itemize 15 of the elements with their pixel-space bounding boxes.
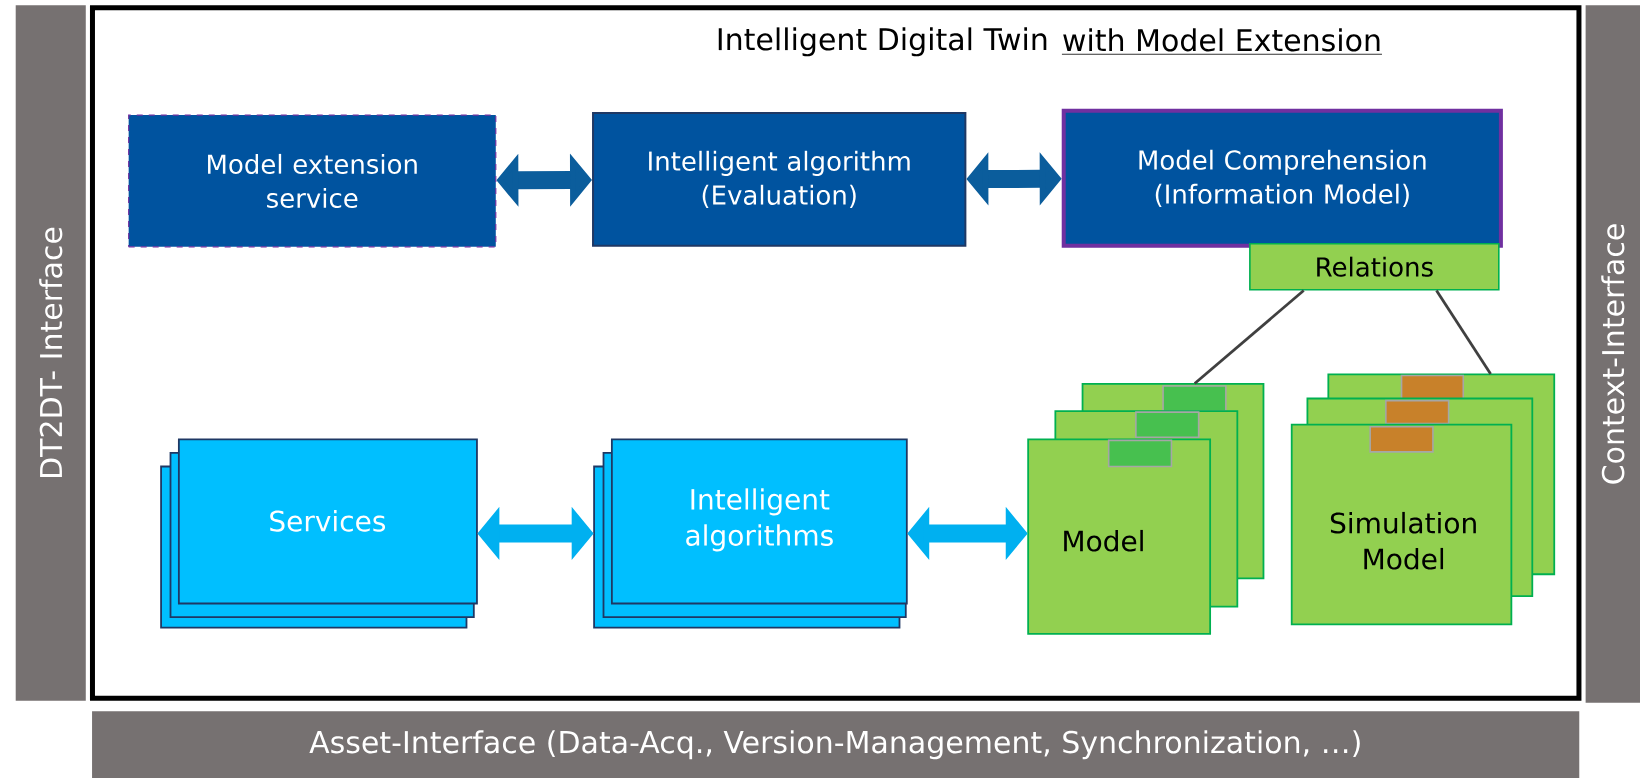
service-box: Model extension service [128, 114, 497, 248]
interface-band: Context-Interface [1585, 5, 1640, 703]
simulation-stack: Simulation Model [1290, 373, 1556, 626]
relations-box: Relations [1249, 242, 1500, 291]
model-stack: Model [1027, 382, 1265, 635]
title: with Model Extension [1061, 28, 1383, 55]
connector-line [1435, 289, 1492, 375]
model-box: Model Comprehension (Information Model) [1061, 108, 1503, 248]
algorithms-stack: Intelligent algorithms [593, 438, 908, 629]
algorithm-box: Intelligent algorithm (Evaluation) [592, 111, 967, 247]
interface-band: Asset-Interface (Data-Acq., Version-Management, Synchronization, …) [92, 711, 1580, 778]
title: Intelligent Digital Twin [718, 27, 1047, 57]
connector-line [1193, 289, 1305, 385]
services-stack: Services [160, 438, 478, 629]
interface-band: DT2DT- Interface [15, 5, 86, 701]
